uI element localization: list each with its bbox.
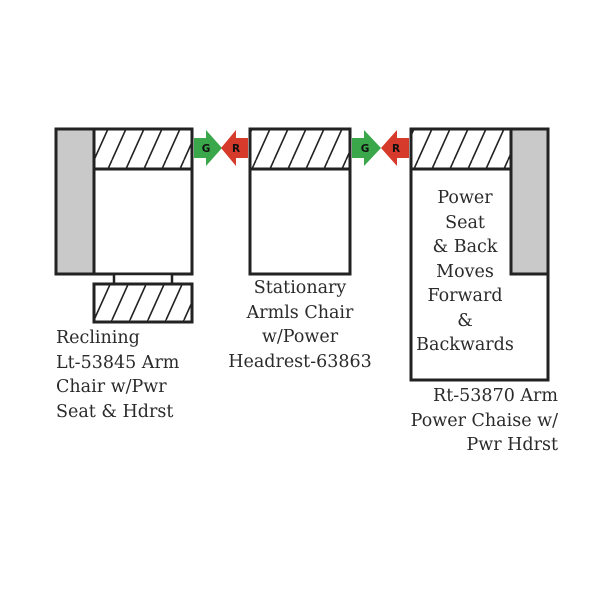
green-arrow <box>194 130 222 166</box>
note-line: Power <box>437 188 493 208</box>
red-arrow <box>381 130 409 166</box>
left-recliner-module <box>54 127 194 324</box>
label-line: Reclining <box>56 328 140 348</box>
label-line: Armls Chair <box>246 302 354 323</box>
right-arm <box>509 127 550 276</box>
label-line: Seat & Hdrst <box>56 401 174 422</box>
red-arrow <box>221 130 248 166</box>
label-line: Pwr Hdrst <box>466 435 558 455</box>
note-line: Moves <box>436 261 494 282</box>
note-line: Forward <box>427 286 503 306</box>
label-line: w/Power <box>261 327 339 347</box>
middle-seat <box>248 167 352 276</box>
connector-1: G R <box>194 130 248 166</box>
middle-armless-module <box>248 127 352 276</box>
connector-red-letter: R <box>392 143 400 155</box>
left-seat <box>92 167 194 276</box>
label-line: Chair w/Pwr <box>56 377 167 397</box>
note-line: & <box>457 310 473 331</box>
right-backrest <box>409 127 513 171</box>
connector-green-letter: G <box>202 143 211 155</box>
label-line: Headrest-63863 <box>228 351 372 372</box>
note-line: Backwards <box>416 335 514 355</box>
connector-2: G R <box>352 130 409 166</box>
left-footrest <box>92 282 194 324</box>
connector-red-letter: R <box>232 143 240 155</box>
label-line: Lt-53845 Arm <box>56 352 180 373</box>
label-line: Stationary <box>253 278 347 298</box>
right-chaise-module <box>409 127 550 382</box>
middle-backrest <box>248 127 352 171</box>
label-line: Rt-53870 Arm <box>433 386 558 406</box>
note-line: Seat <box>445 212 485 233</box>
label-line: Power Chaise w/ <box>410 410 558 431</box>
connector-green-letter: G <box>361 143 370 155</box>
note-line: & Back <box>432 237 498 257</box>
green-arrow <box>352 130 381 166</box>
left-arm <box>54 127 96 276</box>
left-backrest <box>92 127 194 171</box>
